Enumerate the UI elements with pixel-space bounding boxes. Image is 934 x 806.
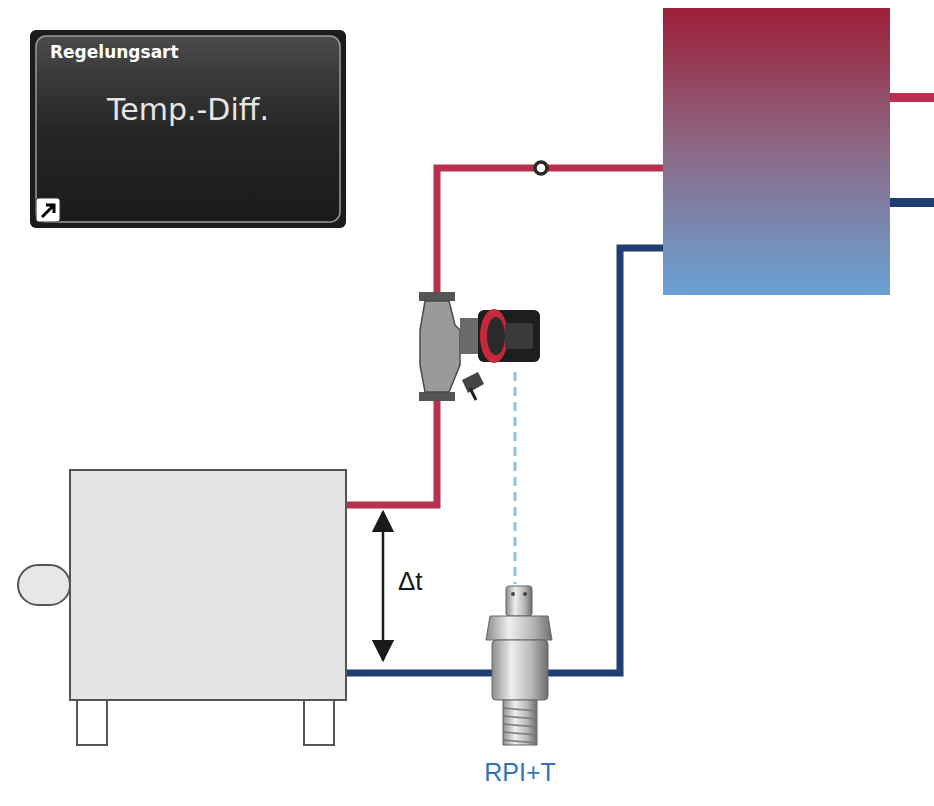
boiler-burner bbox=[18, 565, 70, 605]
pump-symbol bbox=[419, 292, 540, 401]
panel-value: Temp.-Diff. bbox=[30, 92, 346, 127]
supply-pipe bbox=[346, 168, 663, 505]
signal-line bbox=[514, 372, 517, 584]
boiler-foot bbox=[77, 700, 107, 745]
boiler bbox=[70, 470, 346, 700]
delta-arrow bbox=[382, 512, 385, 660]
panel-heading: Regelungsart bbox=[30, 30, 346, 62]
boiler-foot bbox=[304, 700, 334, 745]
display-panel bbox=[30, 30, 346, 228]
display-frame bbox=[36, 36, 340, 222]
pipe-node bbox=[535, 162, 547, 174]
delta-label: Δt bbox=[398, 566, 423, 597]
shortcut-arrow bbox=[42, 205, 54, 217]
shortcut-icon bbox=[36, 198, 60, 222]
storage-tank bbox=[663, 8, 890, 295]
tank-outlet-cold bbox=[890, 198, 934, 207]
sensor-symbol bbox=[486, 586, 552, 745]
display-box: RegelungsartTemp.-Diff. bbox=[30, 30, 346, 228]
sensor-label: RPI+T bbox=[484, 758, 556, 787]
return-pipe bbox=[346, 248, 663, 673]
tank-outlet-hot bbox=[890, 93, 934, 102]
